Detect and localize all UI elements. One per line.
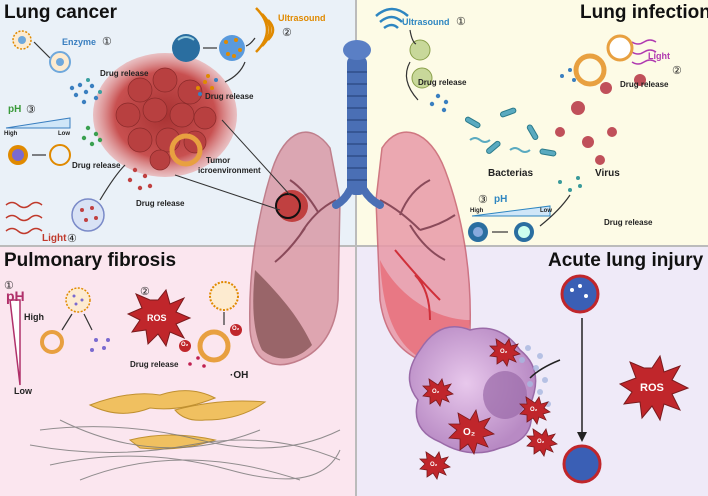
bacteria-cluster [464, 107, 557, 157]
infection-light-rays-icon [631, 39, 657, 65]
fibrosis-ph-indicator [9, 299, 21, 386]
light-rays-icon [5, 201, 43, 235]
acute-o2-label-3: O₂ [530, 407, 538, 413]
fibrosis-ros-label: ROS [147, 313, 167, 323]
bacterias-label: Bacterias [488, 168, 534, 179]
acute-ros-burst [618, 354, 690, 422]
fibrosis-ros-number: ② [140, 286, 150, 298]
fibrosis-drug-release-label: Drug release [130, 360, 179, 369]
ph-number: ③ [26, 104, 36, 116]
virus-label: Virus [595, 168, 620, 179]
acute-ros-label: ROS [640, 382, 664, 394]
acute-o2-label-1: O₂ [500, 349, 508, 355]
infection-ultrasound-number: ① [456, 16, 466, 28]
drug-release-label-3: Drug release [72, 161, 121, 170]
infection-light-label: Light [648, 51, 670, 61]
acute-lung-injury-title: Acute lung injury [548, 250, 704, 271]
infection-ph-number: ③ [478, 194, 488, 206]
drug-release-label-1: Drug release [100, 69, 149, 78]
infection-ph-label: pH [494, 194, 508, 205]
lungs-illustration [248, 40, 472, 366]
acute-o2-label-4: O₂ [463, 427, 476, 438]
fibrosis-ph-label: pH [6, 288, 25, 304]
ultrasound-waves-icon [255, 7, 275, 53]
light-number: ④ [67, 233, 77, 245]
pulmonary-fibrosis-title: Pulmonary fibrosis [4, 250, 177, 271]
acute-o2-label-2: O₂ [432, 389, 440, 395]
ph-label: pH [8, 104, 22, 115]
infection-drug-release-label-1: Drug release [418, 78, 467, 87]
infection-ultrasound-label: Ultrasound [402, 17, 450, 27]
acute-o2-label-6: O₂ [430, 462, 438, 468]
ph-gradient-indicator [5, 117, 71, 129]
infection-ph-high-label: High [470, 208, 484, 214]
enzyme-number: ① [102, 36, 112, 48]
fibrosis-ph-high-label: High [24, 312, 44, 322]
infection-ph-low-label: Low [540, 208, 552, 214]
infection-light-number: ② [672, 65, 682, 77]
infection-ultrasound-icon [375, 7, 409, 30]
infection-drug-release-label-2: Drug release [620, 80, 669, 89]
virus-cluster [555, 74, 646, 165]
lung-infection-title: Lung infection [580, 2, 708, 23]
superoxide-bursts [419, 338, 558, 480]
fibrosis-o2-label-1: O₂ [181, 342, 189, 348]
horizontal-divider [0, 245, 708, 247]
ph-low-label: Low [58, 131, 70, 137]
fibrosis-ph-number: ① [4, 280, 14, 292]
vertical-divider [355, 0, 357, 496]
fibrosis-o2-label-2: O₂ [232, 326, 240, 332]
drug-release-label-2: Drug release [205, 92, 254, 101]
tumor-label: Tumor [206, 156, 231, 165]
ultrasound-number: ② [282, 27, 292, 39]
light-label: Light [42, 233, 67, 244]
drug-release-label-4: Drug release [136, 199, 185, 208]
fibrosis-ros-burst [126, 288, 192, 348]
lung-cancer-title: Lung cancer [4, 2, 117, 23]
infection-drug-release-label-3: Drug release [604, 218, 653, 227]
fibrosis-ph-low-label: Low [14, 386, 32, 396]
ph-high-label: High [4, 131, 18, 137]
enzyme-label: Enzyme [62, 37, 97, 47]
microenvironment-label: icroenvironment [198, 166, 261, 175]
ultrasound-label: Ultrasound [278, 13, 326, 23]
enzyme-nanoparticle [12, 30, 71, 73]
hydroxyl-radical-label: ·OH [230, 370, 249, 381]
acute-o2-label-5: O₂ [537, 439, 545, 445]
